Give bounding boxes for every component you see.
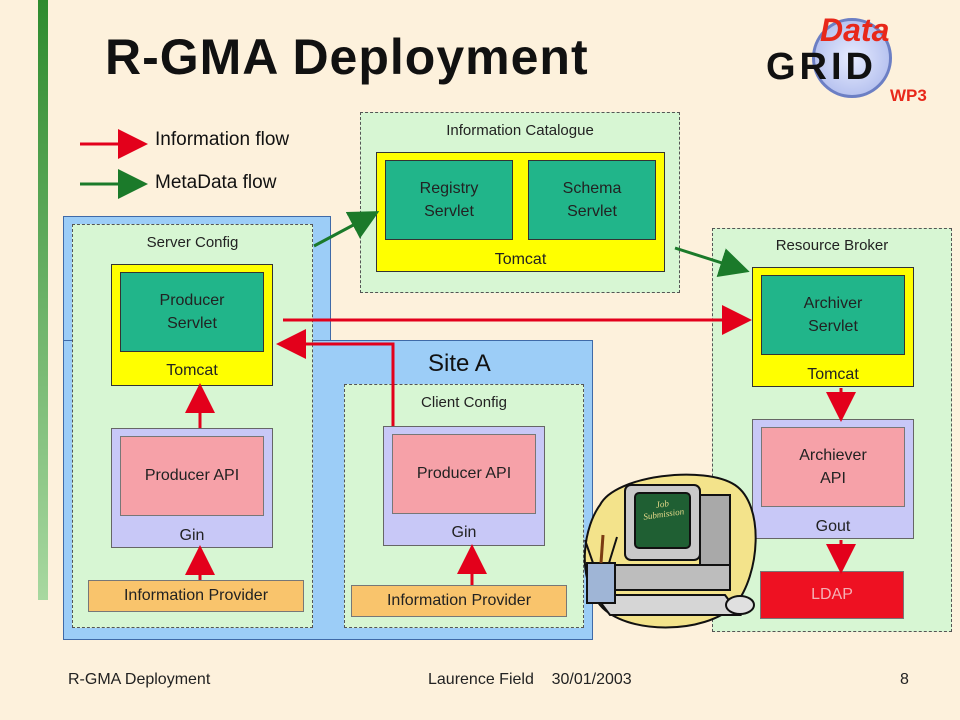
computer-icon [583, 473, 757, 629]
logo-data-text: Data [820, 12, 890, 48]
server-to-catalogue-arrow [313, 211, 380, 248]
client-gin-label: Gin [451, 524, 477, 541]
server-information-provider: Information Provider [88, 580, 304, 612]
ldap-label: LDAP [811, 586, 853, 604]
information-catalogue-title: Information Catalogue [446, 122, 594, 139]
server-config-title: Server Config [146, 234, 239, 251]
archiver-servlet: Archiver Servlet [761, 275, 905, 355]
archiever-api-label: Archiever API [799, 446, 867, 487]
schema-servlet: Schema Servlet [528, 160, 656, 240]
logo-grid-text: GRID [766, 46, 877, 88]
producer-servlet: Producer Servlet [120, 272, 264, 352]
computer-clipart: Job Submission [575, 465, 775, 640]
catalogue-tomcat-label: Tomcat [494, 251, 547, 268]
server-producer-api: Producer API [120, 436, 264, 516]
server-producer-api-label: Producer API [144, 467, 240, 485]
legend-information-flow: Information flow [155, 129, 290, 150]
broker-tomcat-label: Tomcat [807, 366, 859, 383]
client-information-provider: Information Provider [351, 585, 567, 617]
ldap-box: LDAP [760, 571, 904, 619]
site-a-label: Site A [428, 350, 491, 377]
footer-left: R-GMA Deployment [68, 671, 211, 688]
page-title: R-GMA Deployment [105, 29, 589, 85]
footer-center: Laurence Field 30/01/2003 [428, 671, 632, 688]
server-gin-label: Gin [179, 527, 205, 544]
resource-broker-title: Resource Broker [775, 237, 889, 254]
catalogue-to-broker-arrow [674, 246, 750, 278]
client-information-provider-label: Information Provider [386, 592, 532, 610]
server-tomcat-label: Tomcat [166, 362, 218, 379]
client-config-title: Client Config [421, 394, 507, 411]
archiver-servlet-label: Archiver Servlet [803, 294, 863, 335]
legend-metadata-flow: MetaData flow [155, 172, 277, 193]
schema-servlet-label: Schema Servlet [562, 179, 622, 220]
producer-servlet-label: Producer Servlet [159, 291, 225, 332]
client-to-producer-servlet-arrow [276, 329, 395, 426]
page-number: 8 [900, 671, 909, 688]
server-information-provider-label: Information Provider [123, 587, 269, 605]
client-producer-api: Producer API [392, 434, 536, 514]
left-accent-bar [38, 0, 48, 600]
registry-servlet-label: Registry Servlet [419, 179, 479, 220]
archiever-api: Archiever API [761, 427, 905, 507]
datagrid-logo: Data GRID WP3 [760, 8, 950, 108]
globe-icon [812, 18, 892, 98]
logo-wp3-text: WP3 [890, 86, 927, 105]
client-producer-api-label: Producer API [416, 465, 512, 483]
gout-label: Gout [815, 518, 851, 535]
registry-servlet: Registry Servlet [385, 160, 513, 240]
